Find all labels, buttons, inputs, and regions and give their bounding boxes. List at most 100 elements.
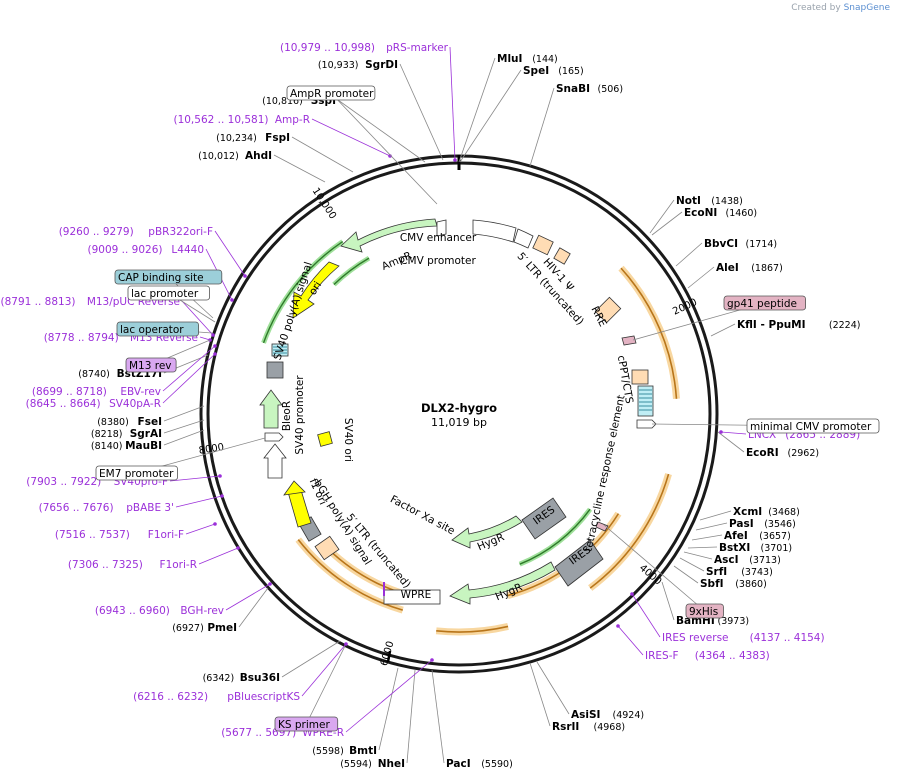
feature-box-bg [116, 321, 199, 337]
enzyme-position: (1867) [751, 263, 783, 274]
rre-feature [594, 296, 622, 324]
orf-arc-1 [519, 508, 591, 565]
enzyme-name: SnaBI [556, 83, 590, 95]
enzyme-position: (165) [558, 66, 584, 77]
enzyme-site-9[interactable]: XcmI(3468) [733, 506, 800, 518]
feature-box-label: EM7 promoter [99, 468, 174, 480]
feature-box-2[interactable]: lac promoter [127, 285, 210, 301]
enzyme-position: (3860) [735, 579, 767, 590]
enzyme-site-2[interactable]: SnaBI(506) [556, 83, 623, 95]
feature-box-label: AmpR promoter [290, 88, 374, 100]
enzyme-site-17[interactable]: AsiSI(4924) [571, 709, 644, 721]
enzyme-name: BmtI [349, 745, 377, 757]
enzyme-site-18[interactable]: RsrII(4968) [552, 721, 625, 733]
enzyme-site-1[interactable]: SpeI(165) [523, 65, 584, 77]
enzyme-site-22[interactable]: FspI(10,234) [216, 132, 290, 144]
enzyme-site-27[interactable]: MauBI(8140) [91, 440, 162, 452]
primer-marker [213, 522, 217, 526]
primer-site-6[interactable]: EBV-rev(8699 .. 8718) [32, 386, 161, 398]
enzyme-site-11[interactable]: AfeI(3657) [724, 530, 791, 542]
enzyme-site-30[interactable]: BmtI (5598) [312, 745, 377, 757]
feature-box-label: minimal CMV promoter [750, 421, 872, 433]
enzyme-position: (5594) [340, 759, 372, 770]
enzyme-site-14[interactable]: SrfI(3743) [706, 566, 773, 578]
primer-name: EBV-rev [120, 386, 161, 398]
feature-box-3[interactable]: lac operator [116, 321, 199, 337]
enzyme-site-13[interactable]: AscI(3713) [714, 554, 781, 566]
feature-box-0[interactable]: AmpR promoter [286, 85, 376, 101]
enzyme-site-23[interactable]: AhdI(10,012) [198, 150, 272, 162]
enzyme-site-15[interactable]: SbfI(3860) [700, 578, 767, 590]
feature-box-8[interactable]: 9xHis [685, 603, 724, 619]
primer-site-10[interactable]: F1ori-F(7516 .. 7537) [55, 529, 184, 541]
primer-site-9[interactable]: pBABE 3'(7656 .. 7676) [39, 502, 174, 514]
primer-range: (7903 .. 7922) [26, 476, 101, 488]
hiv-psi-feature [553, 247, 571, 265]
cmv-promoter-feature [513, 228, 534, 249]
enzyme-site-10[interactable]: PasI(3546) [729, 518, 796, 530]
primer-site-11[interactable]: F1ori-R(7306 .. 7325) [68, 559, 197, 571]
enzyme-site-29[interactable]: Bsu36I(6342) [203, 672, 280, 684]
enzyme-site-6[interactable]: AleI (1867) [716, 262, 783, 274]
enzyme-position: (4968) [594, 722, 626, 733]
primer-site-2[interactable]: pBR322ori-F(9260 .. 9279) [59, 226, 213, 238]
feature-box-1[interactable]: CAP binding site [114, 269, 223, 285]
primer-leader [345, 659, 433, 733]
primer-site-13[interactable]: pBluescriptKS(6216 .. 6232) [133, 691, 300, 703]
enzyme-site-19[interactable]: PacI(5590) [446, 758, 513, 770]
enzyme-name: EcoRI [746, 447, 779, 459]
primer-site-0[interactable]: pRS-marker(10,979 .. 10,998) [280, 42, 449, 54]
primer-name: L4440 [171, 244, 204, 256]
enzyme-name: AleI [716, 262, 739, 274]
min-cmv-feature [636, 419, 657, 429]
enzyme-leader [717, 431, 745, 453]
feature-box-label: KS primer [278, 719, 330, 731]
primer-site-12[interactable]: BGH-rev(6943 .. 6960) [95, 605, 224, 617]
primer-site-7[interactable]: SV40pA-R(8645 .. 8664) [26, 398, 161, 410]
primer-marker [230, 298, 234, 302]
enzyme-site-3[interactable]: NotI(1438) [676, 195, 743, 207]
enzyme-site-28[interactable]: PmeI(6927) [172, 622, 237, 634]
feature-box-4[interactable]: M13 rev [125, 357, 177, 373]
enzyme-site-7[interactable]: KflI - PpuMI(2224) [737, 319, 860, 331]
feature-box-5[interactable]: EM7 promoter [95, 465, 178, 481]
primer-site-3[interactable]: L4440(9009 .. 9026) [88, 244, 205, 256]
enzyme-site-31[interactable]: NheI(5594) [340, 758, 405, 770]
feature-box-leader [603, 524, 706, 612]
enzyme-site-5[interactable]: BbvCI(1714) [704, 238, 777, 250]
enzyme-site-20[interactable]: SgrDI(10,933) [318, 59, 398, 71]
enzyme-site-0[interactable]: MluI(144) [497, 53, 558, 65]
feature-box-7[interactable]: minimal CMV promoter [746, 418, 880, 434]
enzyme-position: (6342) [203, 673, 235, 684]
enzyme-leader [281, 640, 341, 678]
enzyme-site-12[interactable]: BstXI(3701) [719, 542, 792, 554]
feature-box-label: M13 rev [129, 360, 172, 372]
enzyme-name: FseI [138, 416, 162, 428]
primer-marker [213, 344, 217, 348]
ltr-feature [532, 234, 554, 256]
primer-range: (4137 .. 4154) [750, 632, 825, 644]
inner-label-13: WPRE [401, 589, 432, 601]
enzyme-name: AfeI [724, 530, 748, 542]
enzyme-site-25[interactable]: FseI(8380) [97, 416, 162, 428]
inner-label-17: SV40 ori [342, 418, 354, 462]
enzyme-site-8[interactable]: EcoRI(2962) [746, 447, 819, 459]
enzyme-site-26[interactable]: SgrAI(8218) [91, 428, 162, 440]
enzyme-site-4[interactable]: EcoNI(1460) [684, 207, 757, 219]
watermark-created-by: Created by [791, 3, 841, 13]
enzyme-position: (5598) [312, 746, 344, 757]
primer-site-16[interactable]: IRES reverse(4137 .. 4154) [662, 632, 825, 644]
enzyme-name: AscI [714, 554, 739, 566]
primer-name: pBABE 3' [126, 502, 174, 514]
enzyme-leader [406, 669, 416, 764]
primer-site-1[interactable]: Amp-R(10,562 .. 10,581) [173, 114, 310, 126]
primer-name: SV40pA-R [109, 398, 161, 410]
feature-box-6[interactable]: gp41 peptide [723, 295, 806, 311]
feature-box-9[interactable]: KS primer [274, 716, 339, 732]
enzyme-position: (144) [532, 54, 558, 65]
enzyme-leader [683, 551, 713, 560]
primer-site-17[interactable]: IRES-F(4364 .. 4383) [645, 650, 770, 662]
enzyme-leader [291, 136, 354, 173]
primer-marker [630, 592, 634, 596]
